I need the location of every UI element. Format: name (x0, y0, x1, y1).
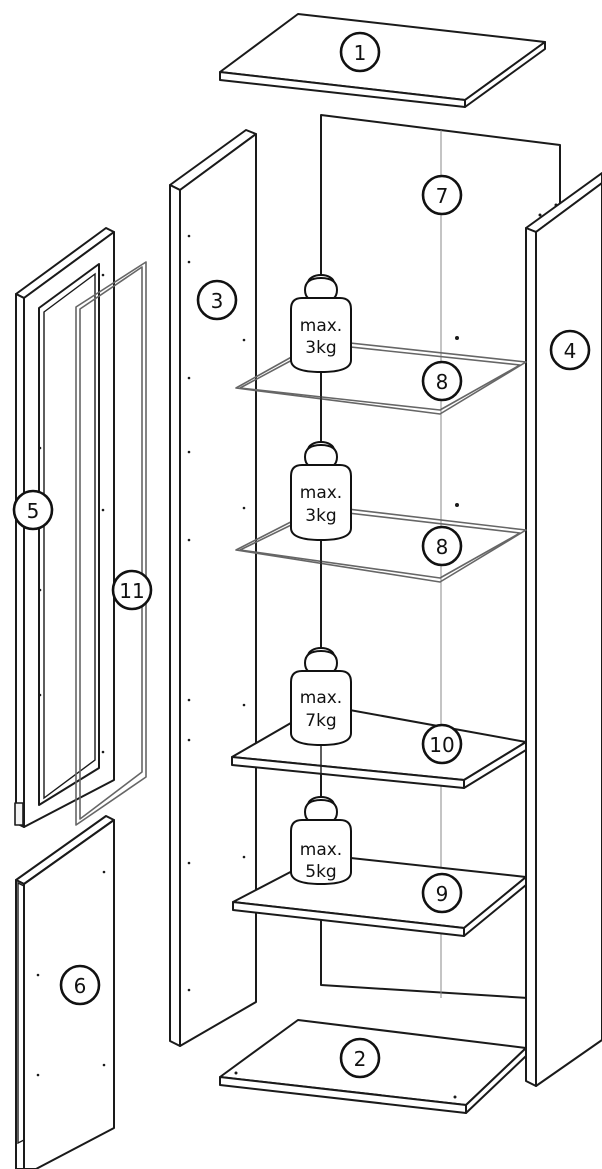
weight-label-2b: 3kg (305, 506, 336, 526)
callout-3: 3 (196, 279, 238, 321)
weight-1: max. 3kg (290, 274, 352, 374)
callout-11-label: 11 (119, 579, 144, 603)
callout-8-upper-label: 8 (436, 370, 449, 394)
callout-1-label: 1 (354, 41, 367, 65)
callout-6-label: 6 (74, 974, 87, 998)
callout-9-label: 9 (436, 882, 449, 906)
callout-11: 11 (111, 569, 153, 611)
weight-2: max. 3kg (290, 441, 352, 542)
weight-label-3b: 7kg (305, 711, 336, 731)
callout-10: 10 (421, 723, 463, 765)
callout-10-label: 10 (429, 733, 454, 757)
callout-7: 7 (421, 174, 463, 216)
door-glass-insert (75, 261, 147, 826)
callout-1: 1 (339, 31, 381, 73)
weight-4: max. 5kg (290, 796, 352, 886)
callout-9: 9 (421, 872, 463, 914)
callout-4: 4 (549, 329, 591, 371)
callout-7-label: 7 (436, 184, 449, 208)
callout-3-label: 3 (211, 289, 224, 313)
weight-label-3a: max. (300, 688, 342, 708)
callout-8-upper: 8 (421, 360, 463, 402)
weight-3: max. 7kg (290, 647, 352, 747)
weight-label-4b: 5kg (305, 862, 336, 882)
top-panel (219, 13, 546, 108)
callout-5: 5 (12, 489, 54, 531)
callout-2-label: 2 (354, 1047, 367, 1071)
callout-4-label: 4 (564, 339, 577, 363)
callout-2: 2 (339, 1037, 381, 1079)
callout-6: 6 (59, 964, 101, 1006)
upper-door-frame (14, 227, 115, 828)
weight-label-2a: max. (300, 483, 342, 503)
left-side-panel (169, 129, 257, 1047)
right-side-panel (525, 172, 602, 1087)
weight-label-4a: max. (300, 840, 342, 860)
weight-label-1b: 3kg (305, 338, 336, 358)
weight-label-1a: max. (300, 316, 342, 336)
callout-8-lower-label: 8 (436, 535, 449, 559)
callout-5-label: 5 (27, 499, 40, 523)
callout-8-lower: 8 (421, 525, 463, 567)
